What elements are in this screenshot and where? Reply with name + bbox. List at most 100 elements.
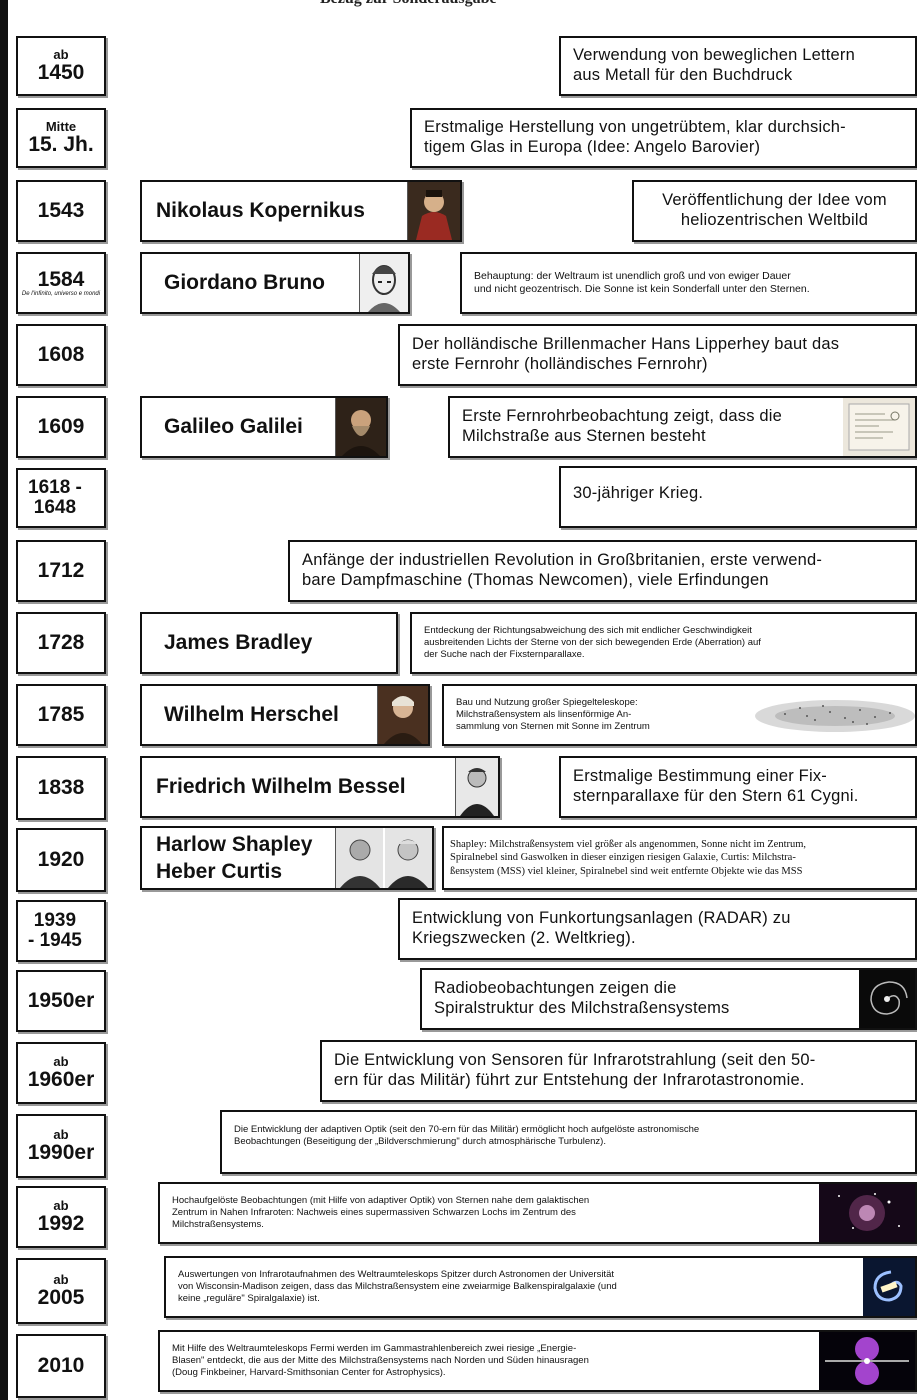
shapley-curtis-portrait-icon (335, 828, 432, 888)
herschel-portrait-icon (377, 686, 428, 744)
date-box: ab 1450 (16, 36, 106, 96)
event-text: Hochaufgelöste Beobachtungen (mit Hilfe … (172, 1195, 590, 1230)
date-label: 1960er (27, 1067, 95, 1091)
event-description: Entdeckung der Richtungsabweichung des s… (410, 612, 917, 674)
date-box: ab 1992 (16, 1186, 106, 1248)
event-description: Veröffentlichung der Idee vom heliozentr… (632, 180, 917, 242)
date-box: 1728 (16, 612, 106, 674)
date-label: 1609 (37, 414, 85, 438)
star-cloud-icon (725, 686, 915, 744)
sketch-page-icon (843, 398, 915, 456)
date-note: De l'infinito, universo e mondi (21, 290, 101, 297)
date-label: 2010 (37, 1353, 85, 1377)
event-description: Erstmalige Herstellung von ungetrübtem, … (410, 108, 917, 168)
bessel-portrait-icon (455, 758, 498, 816)
event-description: Mit Hilfe des Weltraumteleskops Fermi we… (158, 1330, 917, 1392)
date-label: 1990er (27, 1140, 95, 1164)
date-label: 1920 (37, 847, 85, 871)
date-prefix: Mitte (45, 119, 77, 135)
event-text: Der holländische Brillenmacher Hans Lipp… (412, 335, 840, 373)
person-name: Giordano Bruno (164, 271, 325, 294)
event-text: Entdeckung der Richtungsabweichung des s… (424, 625, 761, 660)
person-box: Friedrich Wilhelm Bessel (140, 756, 500, 818)
timeline-axis (0, 0, 8, 1400)
event-text: Auswertungen von Infrarotaufnahmen des W… (178, 1269, 617, 1304)
event-text: Shapley: Milchstraßensystem viel größer … (450, 839, 807, 877)
person-name: Wilhelm Herschel (164, 703, 339, 726)
event-description: 30-jähriger Krieg. (559, 466, 917, 528)
galactic-center-icon (819, 1184, 915, 1242)
date-prefix: ab (53, 1198, 69, 1214)
event-description: Bau und Nutzung großer Spiegelteleskope:… (442, 684, 917, 746)
event-description: Behauptung: der Weltraum ist unendlich g… (460, 252, 917, 314)
date-label: 1939 - 1945 (28, 910, 82, 951)
event-text: Verwendung von beweglichen Lettern aus M… (573, 46, 855, 84)
date-prefix: ab (53, 47, 69, 63)
person-name: Harlow Shapley (156, 832, 313, 856)
date-box: ab 1990er (16, 1114, 106, 1178)
event-description: Radiobeobachtungen zeigen die Spiralstru… (420, 968, 917, 1030)
date-label: 1785 (37, 702, 85, 726)
person-box: Wilhelm Herschel (140, 684, 430, 746)
event-description: Der holländische Brillenmacher Hans Lipp… (398, 324, 917, 386)
event-text: Veröffentlichung der Idee vom heliozentr… (662, 191, 887, 229)
date-label: 1728 (37, 630, 85, 654)
date-prefix: ab (53, 1272, 69, 1288)
event-text: Anfänge der industriellen Revolution in … (302, 551, 823, 589)
date-box: 1618 - 1648 (16, 468, 106, 528)
date-box: Mitte 15. Jh. (16, 108, 106, 168)
date-label: 1608 (37, 342, 85, 366)
event-text: Mit Hilfe des Weltraumteleskops Fermi we… (172, 1343, 589, 1378)
date-label: 1950er (27, 988, 95, 1012)
person-name: Heber Curtis (156, 860, 283, 883)
date-prefix: ab (53, 1054, 69, 1070)
date-box: 1608 (16, 324, 106, 386)
event-description: Entwicklung von Funkortungsanlagen (RADA… (398, 898, 917, 960)
date-label: 1450 (37, 60, 85, 84)
event-text: Die Entwicklung der adaptiven Optik (sei… (234, 1124, 700, 1147)
date-label: 15. Jh. (28, 132, 94, 156)
event-text: Behauptung: der Weltraum ist unendlich g… (474, 269, 810, 295)
date-box: 1712 (16, 540, 106, 602)
bruno-portrait-icon (359, 254, 408, 312)
date-box: 1543 (16, 180, 106, 242)
date-label: 1992 (37, 1211, 85, 1235)
date-box: ab 2005 (16, 1258, 106, 1324)
date-label: 1712 (37, 558, 85, 582)
event-description: Anfänge der industriellen Revolution in … (288, 540, 917, 602)
event-description: Hochaufgelöste Beobachtungen (mit Hilfe … (158, 1182, 917, 1244)
event-text: Erstmalige Bestimmung einer Fix- sternpa… (573, 767, 859, 805)
date-box: 1609 (16, 396, 106, 458)
person-name: Nikolaus Kopernikus (156, 199, 365, 222)
person-box: Giordano Bruno (140, 252, 410, 314)
person-box: Harlow Shapley Heber Curtis (140, 826, 434, 890)
event-text: Erstmalige Herstellung von ungetrübtem, … (424, 118, 846, 156)
date-box: 1584 De l'infinito, universo e mondi (16, 252, 106, 314)
event-description: Die Entwicklung der adaptiven Optik (sei… (220, 1110, 917, 1174)
date-label: 1838 (37, 775, 85, 799)
event-text: Die Entwicklung von Sensoren für Infraro… (334, 1051, 816, 1089)
event-text: Entwicklung von Funkortungsanlagen (RADA… (412, 909, 791, 947)
spiral-radio-map-icon (859, 970, 915, 1028)
date-box: 1939 - 1945 (16, 900, 106, 962)
date-box: 1920 (16, 828, 106, 892)
date-box: ab 1960er (16, 1042, 106, 1104)
person-name: James Bradley (164, 631, 313, 654)
page-header: Bezug zur Sonderausgabe (320, 0, 497, 8)
date-box: 1950er (16, 970, 106, 1032)
date-box: 1838 (16, 756, 106, 820)
event-description: Verwendung von beweglichen Lettern aus M… (559, 36, 917, 96)
person-name: Friedrich Wilhelm Bessel (156, 775, 406, 798)
barred-spiral-icon (863, 1258, 915, 1316)
person-box: Nikolaus Kopernikus (140, 180, 462, 242)
person-box: Galileo Galilei (140, 396, 388, 458)
event-description: Erstmalige Bestimmung einer Fix- sternpa… (559, 756, 917, 818)
galilei-portrait-icon (335, 398, 386, 456)
fermi-bubbles-icon (819, 1332, 915, 1390)
date-box: 2010 (16, 1334, 106, 1398)
event-description: Auswertungen von Infrarotaufnahmen des W… (164, 1256, 917, 1318)
person-name: Galileo Galilei (164, 415, 303, 438)
event-text: Bau und Nutzung großer Spiegelteleskope:… (456, 697, 650, 732)
event-description: Erste Fernrohrbeobachtung zeigt, dass di… (448, 396, 917, 458)
event-text: Erste Fernrohrbeobachtung zeigt, dass di… (462, 407, 783, 445)
